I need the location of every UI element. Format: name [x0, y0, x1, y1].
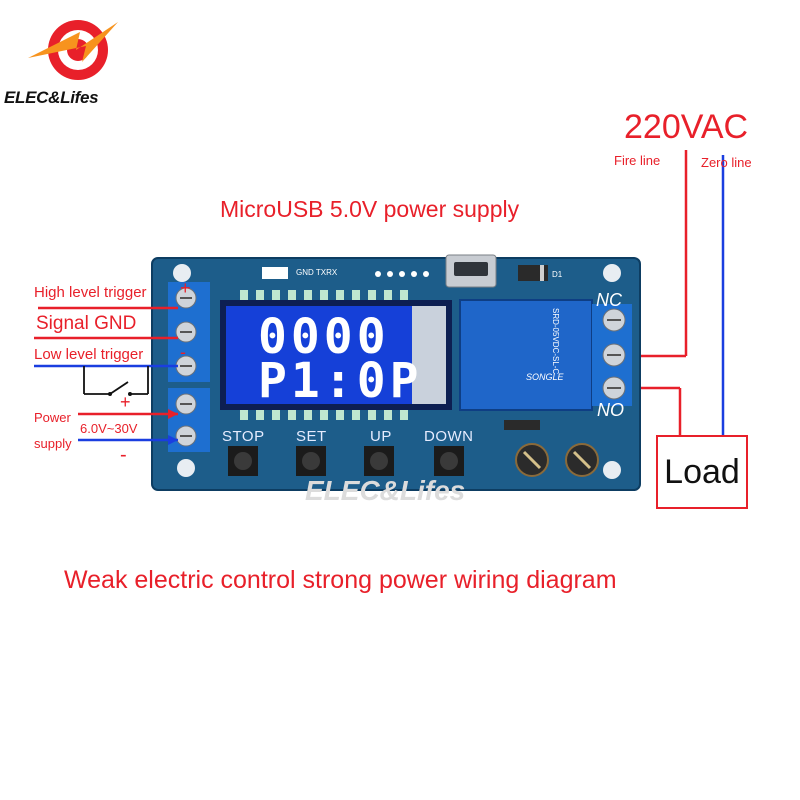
diagram-caption: Weak electric control strong power wirin…	[64, 566, 617, 594]
ac-voltage-title: 220VAC	[624, 108, 749, 146]
down-button-label: DOWN	[424, 428, 474, 445]
usb-power-title: MicroUSB 5.0V power supply	[220, 196, 520, 222]
fire-line-label: Fire line	[614, 153, 661, 168]
brand-name: ELEC&Lifes	[4, 88, 99, 107]
low-trigger-minus: -	[180, 342, 186, 362]
nc-label: NC	[596, 290, 622, 310]
voltage-range-label: 6.0V~30V	[80, 421, 138, 436]
signal-gnd-label: Signal GND	[36, 313, 137, 334]
header-label: GND TXRX	[296, 268, 338, 277]
brand-logo	[18, 10, 128, 90]
power-label: Power	[34, 410, 71, 425]
watermark: ELEC&Lifes	[305, 475, 466, 506]
relay-model: SRD-05VDC-SL-C	[551, 308, 560, 375]
lcd-line-2: P1:0P	[258, 353, 423, 409]
lcd-line-1: 0000	[258, 309, 390, 365]
zero-line-label: Zero line	[701, 155, 752, 170]
high-trigger-label: High level trigger	[34, 284, 147, 301]
brand-logo-icon	[28, 20, 118, 80]
diode-label: D1	[552, 270, 563, 279]
load-label: Load	[664, 452, 740, 491]
relay-brand: SONGLE	[526, 372, 564, 382]
supply-plus: +	[120, 392, 131, 412]
load-box: Load	[656, 435, 748, 509]
tactile-buttons	[228, 446, 464, 476]
lcd-screen	[226, 306, 412, 404]
relay	[459, 299, 593, 411]
no-label: NO	[597, 400, 624, 420]
up-button-label: UP	[370, 428, 392, 445]
supply-label: supply	[34, 436, 72, 451]
high-trigger-plus: +	[180, 278, 191, 298]
low-trigger-label: Low level trigger	[34, 346, 144, 363]
supply-minus: -	[120, 444, 127, 466]
stop-button-label: STOP	[222, 428, 265, 445]
set-button-label: SET	[296, 428, 327, 445]
